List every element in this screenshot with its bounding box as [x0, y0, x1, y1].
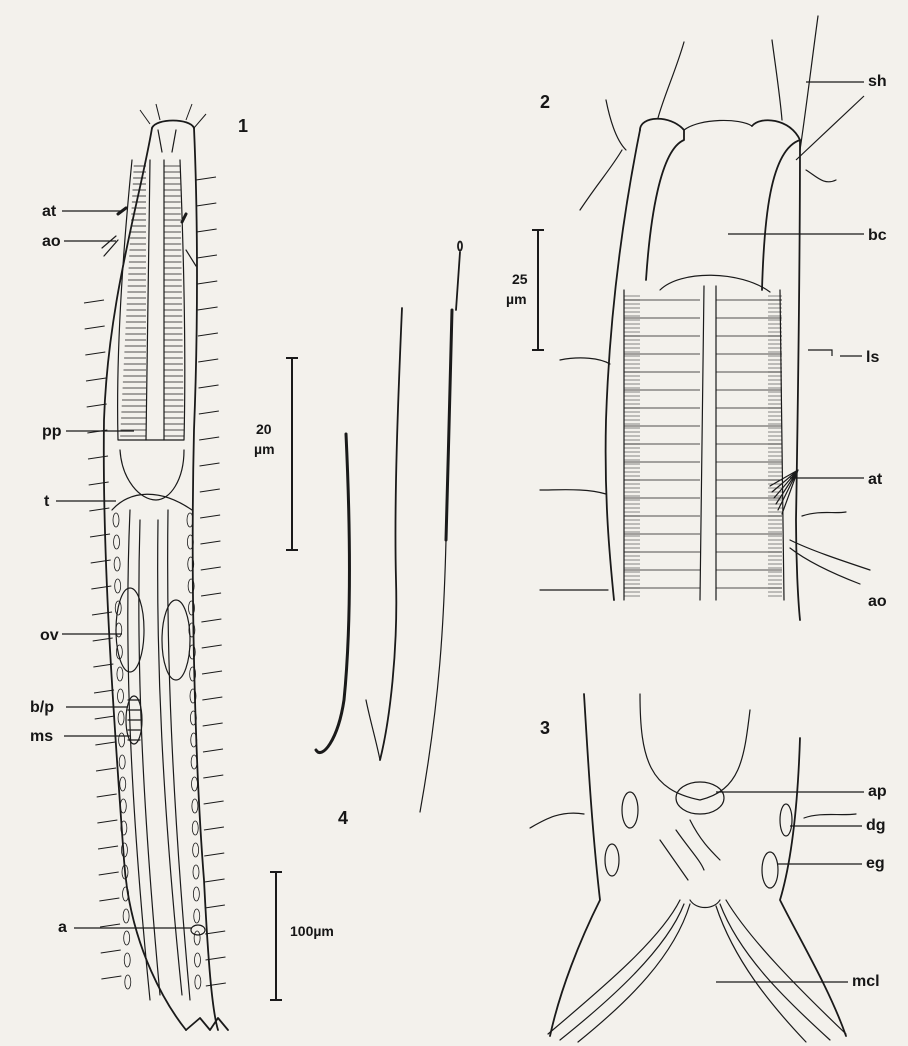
epidermal-cells	[113, 513, 201, 989]
fig3-body-outline	[550, 694, 846, 1036]
scale-bar-fig4-unit: µm	[254, 441, 275, 457]
label-mcl: mcl	[852, 973, 880, 990]
figure-1-body-drawing	[84, 104, 228, 1030]
anal-plug	[676, 782, 724, 814]
scale-bar-fig2-value: 25	[512, 271, 528, 287]
scale-bar-fig4	[286, 358, 298, 550]
sperm-3	[446, 310, 452, 540]
scale-bar-fig1	[270, 872, 282, 1000]
dorsal-gland	[780, 804, 792, 836]
sperm-3-tail	[420, 540, 446, 812]
figure-4-sperm	[316, 242, 462, 813]
intestine-junction	[112, 494, 192, 510]
tail-tip	[186, 1018, 228, 1030]
label-dg: dg	[866, 817, 886, 834]
label-bp: b/p	[30, 699, 54, 716]
scale-bar-fig2-unit: µm	[506, 291, 527, 307]
label-eg: eg	[866, 855, 885, 872]
sperm-1	[316, 434, 350, 753]
label-t: t	[44, 493, 50, 510]
epidermal-gland	[762, 852, 778, 888]
fig3-cloaca	[640, 694, 750, 800]
figure-1-number: 1	[238, 116, 248, 136]
label-ov: ov	[40, 627, 59, 644]
label-at: at	[42, 203, 57, 220]
body-outline-left	[104, 128, 186, 1030]
pharynx-lumen	[146, 160, 164, 440]
intestine-outline	[128, 510, 190, 1000]
label-ap: ap	[868, 783, 887, 800]
sperm-2-tail	[366, 700, 380, 760]
body-outline-right	[193, 128, 218, 1030]
intestine-lumen	[139, 520, 182, 995]
figure-4-number: 4	[338, 808, 348, 828]
label-a: a	[58, 919, 67, 936]
sheath-right-line	[800, 16, 818, 150]
buccal-rim	[684, 120, 752, 130]
label-bc: bc	[868, 227, 887, 244]
fig3-striae	[660, 820, 720, 880]
scale-bar-fig2	[532, 230, 544, 350]
sheath-middle-line	[772, 40, 782, 120]
scale-bar-fig1-label: 100µm	[290, 923, 334, 939]
label-ao-fig2: ao	[868, 593, 887, 610]
label-sh: sh	[868, 73, 887, 90]
pharynx-striation	[120, 166, 184, 436]
pharyngeal-bulb	[120, 450, 184, 500]
label-ao: ao	[42, 233, 61, 250]
label-ls: ls	[866, 349, 879, 366]
fig2-body-right	[796, 140, 800, 620]
figure-3-number: 3	[540, 718, 550, 738]
anus	[191, 925, 205, 935]
fig3-gland-left	[622, 792, 638, 828]
sheath-left-line	[658, 42, 684, 118]
label-at-fig2: at	[868, 471, 883, 488]
buccal-base	[660, 275, 770, 292]
anterior-organ-setae	[790, 540, 870, 584]
ovary-right	[162, 600, 190, 680]
label-ms: ms	[30, 728, 53, 745]
sperm-3-head	[456, 242, 462, 311]
sperm-2	[380, 308, 402, 760]
buccal-right-lip	[752, 120, 800, 290]
head-outline	[152, 121, 194, 129]
label-pp: pp	[42, 423, 62, 440]
scale-bar-fig4-value: 20	[256, 421, 272, 437]
figure-2-number: 2	[540, 92, 550, 112]
fig3-gland-left-2	[605, 844, 619, 876]
leader-ls-tick	[808, 350, 832, 356]
fig2-body-left	[606, 130, 640, 600]
figure-3-tail-drawing	[530, 694, 856, 1042]
buccal-left-lip	[640, 119, 684, 280]
figure-2-head-drawing	[540, 16, 870, 620]
fig2-pharynx-walls	[624, 286, 784, 600]
caudal-fan-rays	[548, 900, 846, 1042]
mouth-opening	[158, 130, 176, 152]
ovary-left	[116, 588, 144, 672]
